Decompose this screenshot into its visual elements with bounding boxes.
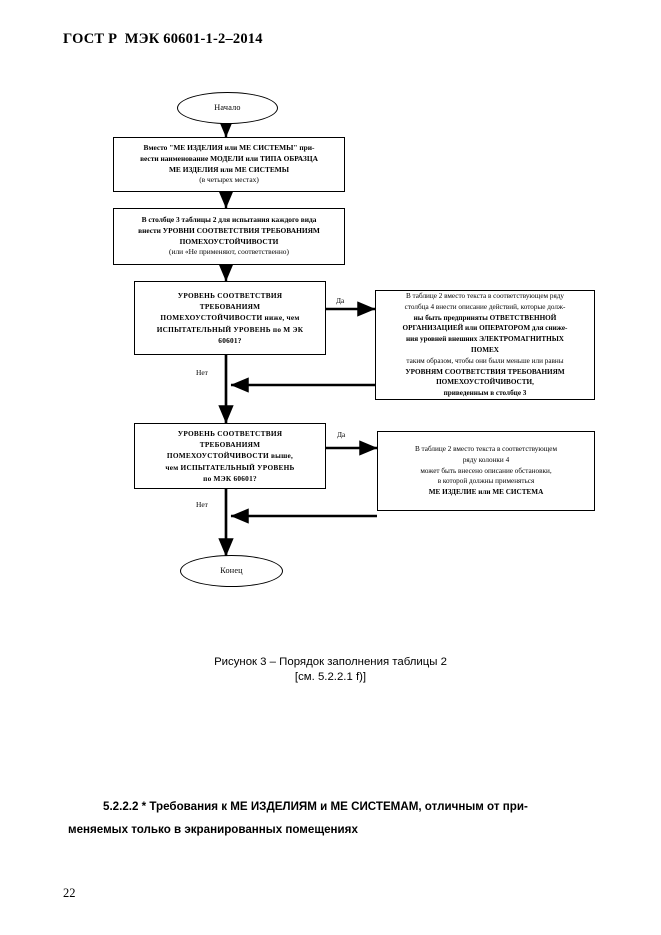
flow-node-process-1: Вместо "МЕ ИЗДЕЛИЯ или МЕ СИСТЕМЫ" при- … [113,137,345,192]
flow-node-start: Начало [177,92,278,124]
edge-label-yes-2: Да [337,430,346,439]
action1-line-9: ПОМЕХОУСТОЙЧИВОСТИ, [436,378,534,387]
section-heading: 5.2.2.2 * Требования к МЕ ИЗДЕЛИЯМ и МЕ … [68,795,603,841]
flow-node-action-1: В таблице 2 вместо текста в соответствую… [375,290,595,400]
action1-line-1: В таблице 2 вместо текста в соответствую… [405,292,565,301]
action2-line-4: в которой должны применяться [437,477,535,486]
process1-line-3: МЕ ИЗДЕЛИЯ или МЕ СИСТЕМЫ [168,164,290,174]
decision1-line-1: УРОВЕНЬ СООТВЕТСТВИЯ [177,290,283,300]
action1-line-5: ния уровней внешних ЭЛЕКТРОМАГНИТНЫХ [406,335,564,344]
process2-line-1: В столбце 3 таблицы 2 для испытания кажд… [141,215,317,225]
decision1-line-3: ПОМЕХОУСТОЙЧИВОСТИ ниже, чем [160,313,300,323]
section-heading-line-1: 5.2.2.2 * Требования к МЕ ИЗДЕЛИЯМ и МЕ … [103,800,528,813]
flow-node-action-2: В таблице 2 вместо текста в соответствую… [377,431,595,511]
flowchart-figure: Начало Вместо "МЕ ИЗДЕЛИЯ или МЕ СИСТЕМЫ… [113,92,595,587]
action1-line-6: ПОМЕХ [471,346,499,354]
decision2-line-4: чем ИСПЫТАТЕЛЬНЫЙ УРОВЕНЬ [165,462,295,472]
decision1-line-2: ТРЕБОВАНИЯМ [199,302,261,312]
process2-line-4: (или «Не применяют, соответственно) [169,247,289,257]
action2-line-2: ряду колонки 4 [462,455,510,464]
start-label: Начало [214,102,241,112]
document-header: ГОСТ Р МЭК 60601-1-2–2014 [63,31,263,47]
end-label: Конец [220,565,243,575]
action1-line-7: таким образом, чтобы они были меньше или… [406,356,564,365]
process1-line-2: вести наименование МОДЕЛИ или ТИПА ОБРАЗ… [140,153,318,163]
flow-node-decision-2: УРОВЕНЬ СООТВЕТСТВИЯ ТРЕБОВАНИЯМ ПОМЕХОУ… [134,423,326,489]
flow-node-process-2: В столбце 3 таблицы 2 для испытания кажд… [113,208,345,265]
action1-line-4: ОРГАНИЗАЦИЕЙ или ОПЕРАТОРОМ для сниже- [402,324,568,333]
decision2-line-1: УРОВЕНЬ СООТВЕТСТВИЯ [177,428,283,438]
decision2-line-3: ПОМЕХОУСТОЙЧИВОСТИ выше, [166,451,294,461]
process2-line-2: внести УРОВНИ СООТВЕТСТВИЯ ТРЕБОВАНИЯМ [138,225,320,235]
figure-caption: Рисунок 3 – Порядок заполнения таблицы 2… [0,655,661,686]
edge-label-yes-1: Да [336,296,345,305]
edge-label-no-1: Нет [196,368,208,377]
process2-line-3: ПОМЕХОУСТОЙЧИВОСТИ [179,236,279,246]
decision2-line-2: ТРЕБОВАНИЯМ [199,440,261,450]
action1-line-8: УРОВНЯМ СООТВЕТСТВИЯ ТРЕБОВАНИЯМ [405,367,565,376]
flow-node-decision-1: УРОВЕНЬ СООТВЕТСТВИЯ ТРЕБОВАНИЯМ ПОМЕХОУ… [134,281,326,355]
flowchart-connectors [218,119,378,557]
decision2-line-5: по МЭК 60601? [203,473,257,483]
process1-line-4: (в четырех местах) [199,175,259,185]
action2-line-5: МЕ ИЗДЕЛИЕ или МЕ СИСТЕМА [428,488,544,497]
action1-line-2: столбца 4 внести описание действий, кото… [404,302,566,311]
section-heading-line-2: меняемых только в экранированных помещен… [68,823,358,837]
figure-caption-line-1: Рисунок 3 – Порядок заполнения таблицы 2 [214,656,447,668]
edge-label-no-2: Нет [196,500,208,509]
page-number: 22 [63,886,76,900]
decision1-line-5: 60601? [218,335,242,345]
flow-node-end: Конец [180,555,283,587]
action1-line-10: приведенным в столбце 3 [443,389,527,398]
action1-line-3: ны быть предприняты ОТВЕТСТВЕННОЙ [413,313,557,322]
action2-line-1: В таблице 2 вместо текста в соответствую… [414,445,558,453]
decision1-line-4: ИСПЫТАТЕЛЬНЫЙ УРОВЕНЬ по М ЭК [156,324,304,334]
action2-line-3: может быть внесено описание обстановки, [420,466,552,475]
figure-caption-line-2: [см. 5.2.2.1 f)] [294,671,367,684]
process1-line-1: Вместо "МЕ ИЗДЕЛИЯ или МЕ СИСТЕМЫ" при- [143,143,315,153]
